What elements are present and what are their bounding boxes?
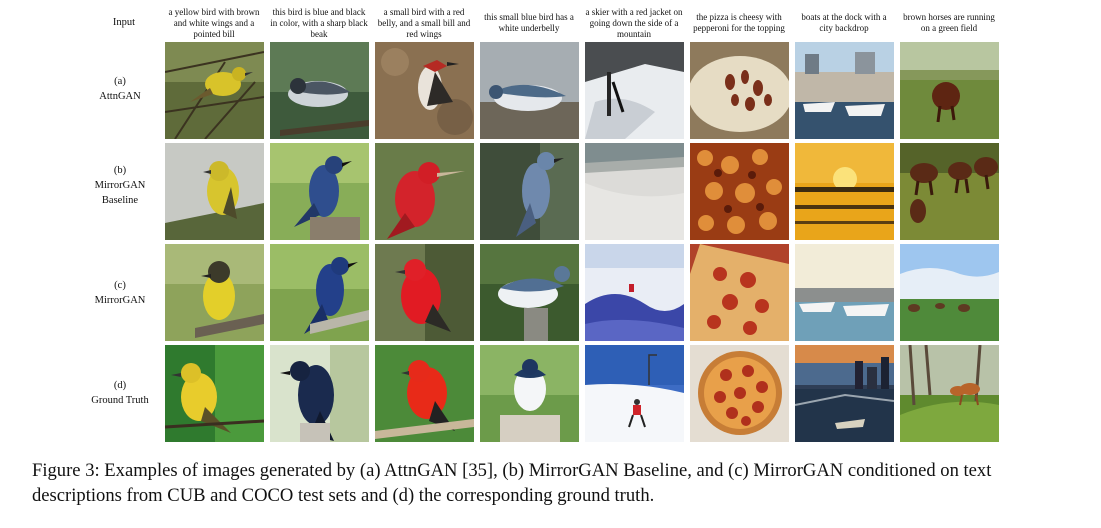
column-caption-3: a small bird with a red belly, and a sma… <box>377 6 471 39</box>
image-attngan-yellow-bird <box>165 42 264 139</box>
row-label-ground-truth: (d) Ground Truth <box>70 378 170 408</box>
image-mirrorgan-blue-bird <box>270 244 369 341</box>
image-baseline-pizza <box>690 143 789 240</box>
image-groundtruth-horses <box>900 345 999 442</box>
image-attngan-skier <box>585 42 684 139</box>
image-attngan-blue-black-bird <box>270 42 369 139</box>
row-tag: (b) <box>113 165 127 176</box>
image-baseline-red-bird <box>375 143 474 240</box>
row-tag: (a) <box>114 76 126 87</box>
row-label-mirrorgan-baseline: (b) MirrorGAN Baseline <box>70 163 170 208</box>
image-groundtruth-skier <box>585 345 684 442</box>
column-caption-2: this bird is blue and black in color, wi… <box>270 6 368 39</box>
image-mirrorgan-red-bird <box>375 244 474 341</box>
image-mirrorgan-pizza <box>690 244 789 341</box>
image-baseline-boats <box>795 143 894 240</box>
row-label-mirrorgan: (c) MirrorGAN <box>70 278 170 308</box>
row-name: Ground Truth <box>91 395 149 406</box>
image-baseline-horses <box>900 143 999 240</box>
image-attngan-horses <box>900 42 999 139</box>
column-caption-5: a skier with a red jacket on going down … <box>585 6 683 39</box>
input-column-label: Input <box>112 17 136 28</box>
column-caption-4: this small blue bird has a white underbe… <box>484 12 574 33</box>
image-mirrorgan-boats <box>795 244 894 341</box>
image-mirrorgan-horses <box>900 244 999 341</box>
image-mirrorgan-small-blue-bird <box>480 244 579 341</box>
image-groundtruth-small-blue-bird <box>480 345 579 442</box>
row-name: AttnGAN <box>99 91 141 102</box>
image-groundtruth-pizza <box>690 345 789 442</box>
row-name: MirrorGAN <box>94 295 146 306</box>
column-caption-6: the pizza is cheesy with pepperoni for t… <box>693 12 785 33</box>
image-baseline-blue-bird <box>270 143 369 240</box>
image-mirrorgan-yellow-bird <box>165 244 264 341</box>
image-baseline-small-blue-bird <box>480 143 579 240</box>
figure-3: Input a yellow bird with brown and white… <box>70 6 999 442</box>
column-caption-8: brown horses are running on a green fiel… <box>903 12 995 33</box>
image-groundtruth-boats <box>795 345 894 442</box>
image-baseline-skier <box>585 143 684 240</box>
image-mirrorgan-skier <box>585 244 684 341</box>
image-groundtruth-blue-bird <box>270 345 369 442</box>
image-baseline-yellow-bird <box>165 143 264 240</box>
row-name: MirrorGAN Baseline <box>94 180 146 206</box>
row-label-attngan: (a) AttnGAN <box>70 74 170 104</box>
image-groundtruth-yellow-bird <box>165 345 264 442</box>
column-caption-7: boats at the dock with a city backdrop <box>801 12 887 33</box>
image-groundtruth-red-bird <box>375 345 474 442</box>
column-caption-1: a yellow bird with brown and white wings… <box>168 6 260 39</box>
row-tag: (d) <box>113 380 127 391</box>
image-attngan-boats <box>795 42 894 139</box>
figure-caption: Figure 3: Examples of images generated b… <box>32 460 992 506</box>
image-attngan-pizza <box>690 42 789 139</box>
image-attngan-red-bird <box>375 42 474 139</box>
image-attngan-small-blue-bird <box>480 42 579 139</box>
row-tag: (c) <box>114 280 126 291</box>
